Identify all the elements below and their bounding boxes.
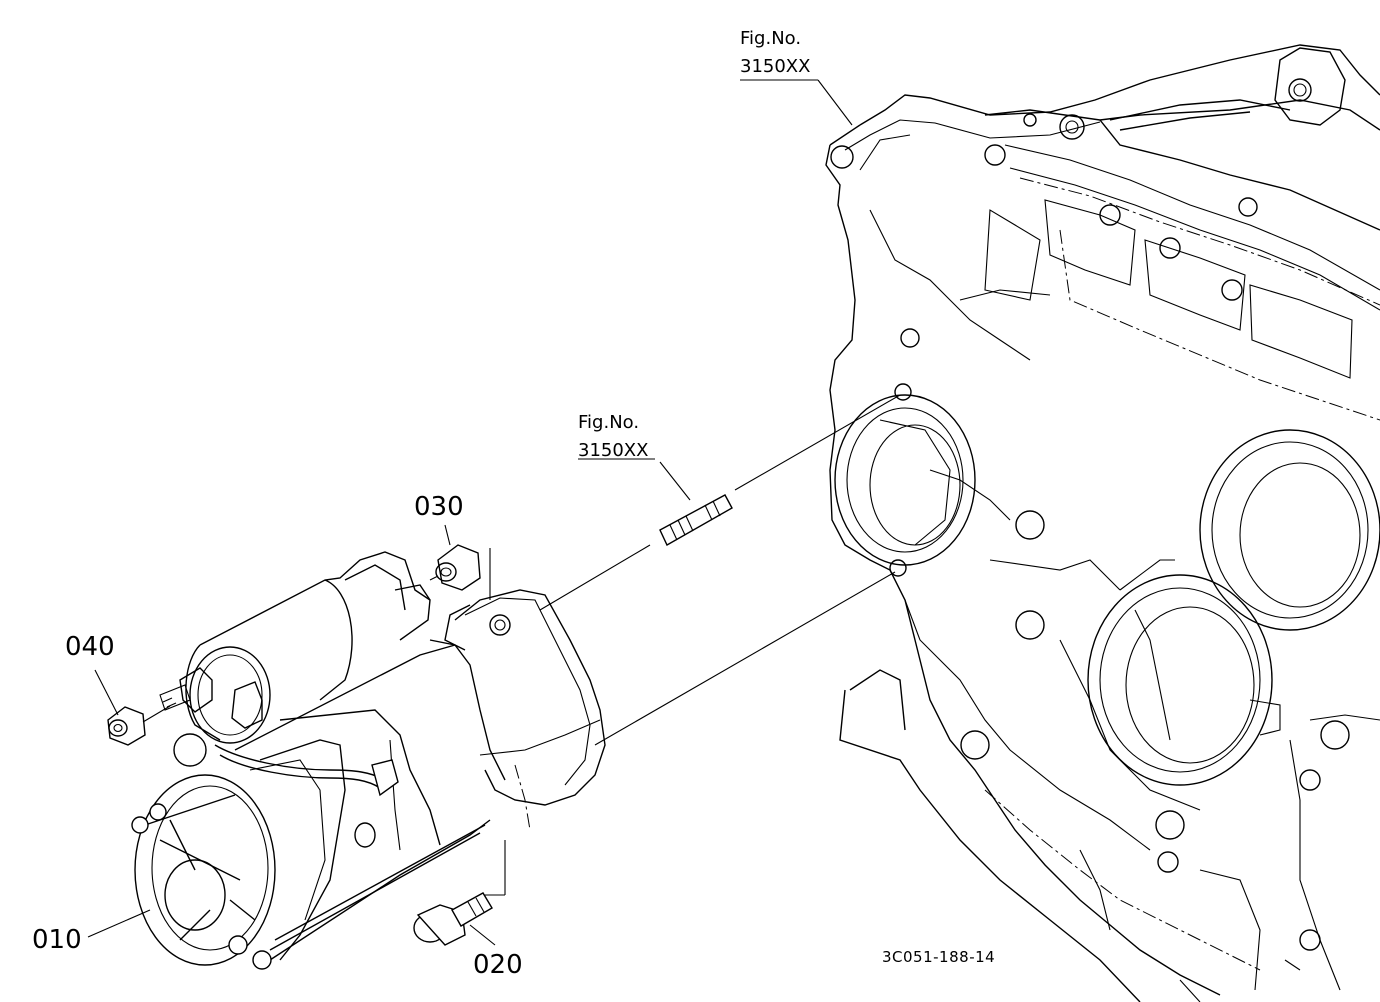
stud-bolt xyxy=(659,494,733,546)
bore-right xyxy=(1199,429,1380,631)
fig-ref-code-top: 3150XX xyxy=(740,56,810,77)
assembly-guide-lines xyxy=(480,394,901,896)
part-ref-040: 040 xyxy=(65,632,115,662)
bore-center xyxy=(1087,559,1281,786)
starter-motor xyxy=(131,551,606,970)
nut-030 xyxy=(429,544,481,591)
bolt-020 xyxy=(413,892,493,946)
fig-ref-code-mid: 3150XX xyxy=(578,440,648,461)
part-ref-030: 030 xyxy=(414,492,464,522)
fig-ref-label-mid: Fig.No. xyxy=(578,412,639,433)
engine-block-housing xyxy=(825,44,1380,1002)
nut-040 xyxy=(107,705,171,746)
part-ref-010: 010 xyxy=(32,925,82,955)
leader-lines xyxy=(87,79,853,946)
drawing-code: 3C051-188-14 xyxy=(882,948,995,966)
part-ref-020: 020 xyxy=(473,950,523,980)
fig-ref-label-top: Fig.No. xyxy=(740,28,801,49)
